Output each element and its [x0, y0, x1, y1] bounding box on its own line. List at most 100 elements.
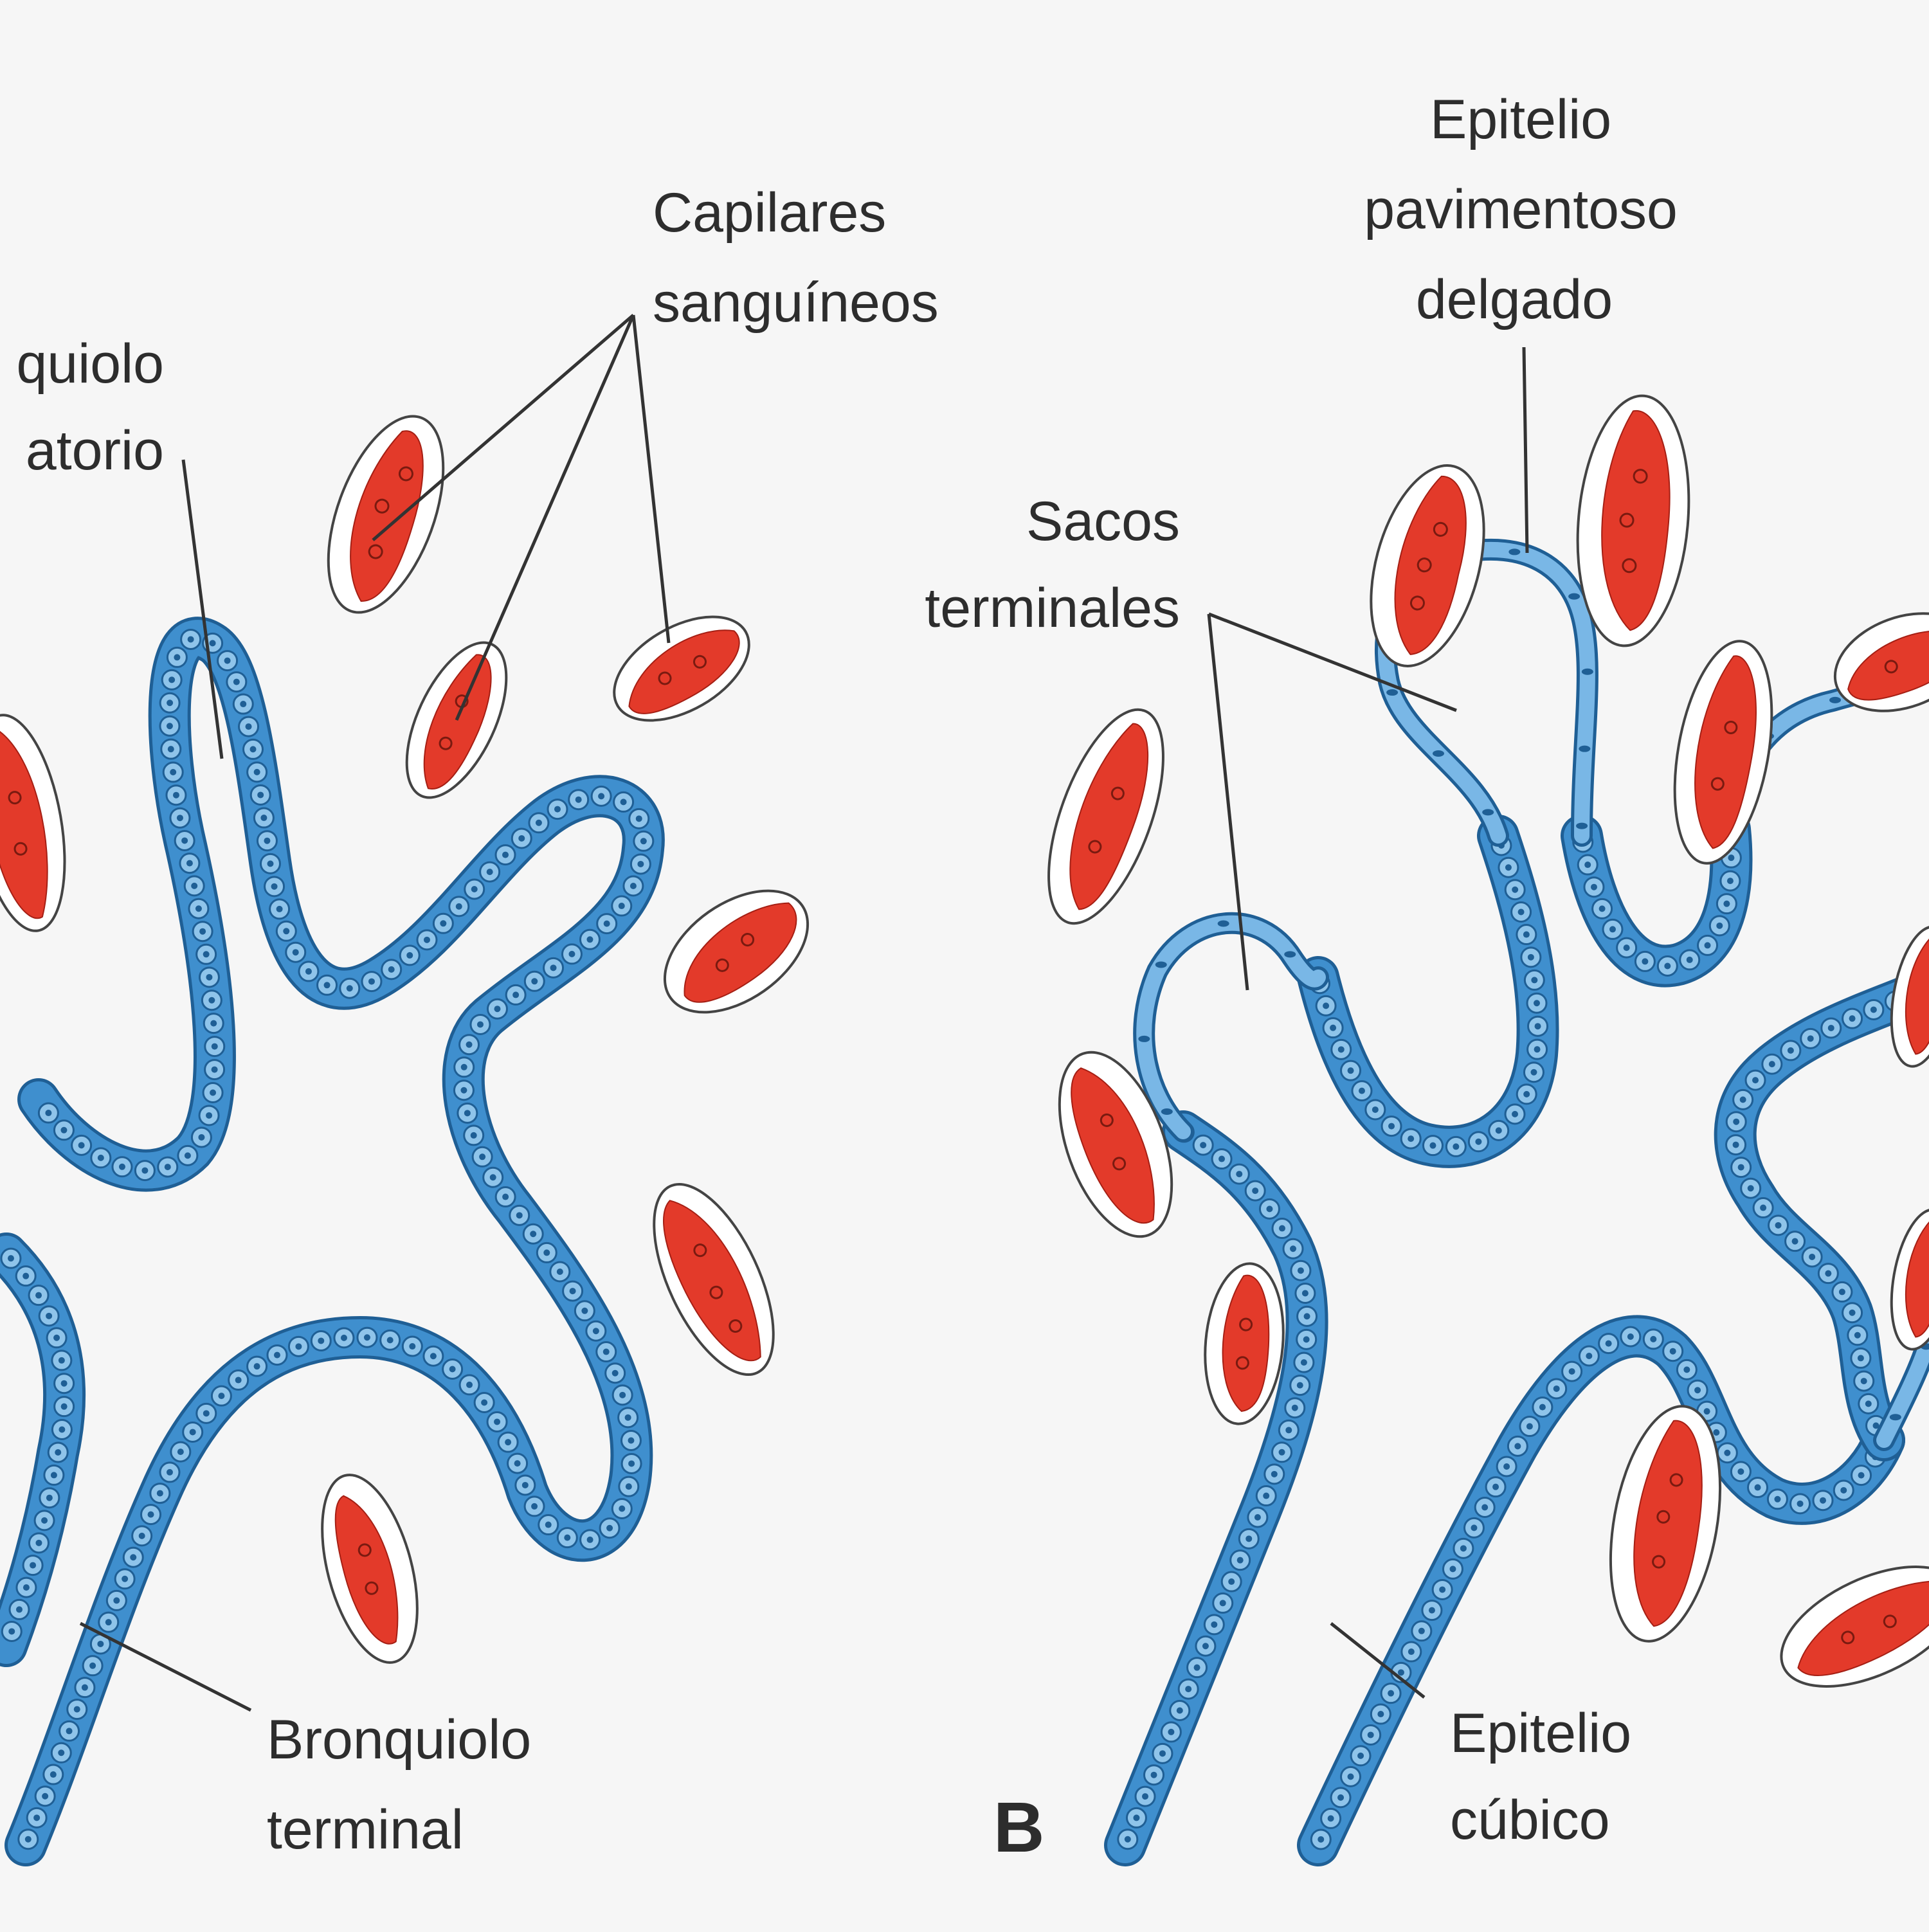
- label-epitelio-pavimentoso-1: Epitelio: [1430, 89, 1611, 150]
- nucleus: [253, 768, 260, 775]
- nucleus: [521, 1481, 529, 1488]
- leader-capilares-1: [372, 314, 635, 541]
- nucleus: [1787, 1047, 1794, 1054]
- thin-epithelium-fill: [1136, 915, 1326, 1139]
- nucleus: [271, 883, 278, 890]
- nucleus: [1236, 1557, 1244, 1564]
- nucleus: [168, 676, 176, 683]
- nucleus: [568, 950, 575, 957]
- nucleus: [89, 1662, 96, 1669]
- nucleus: [1278, 1449, 1285, 1456]
- nucleus: [97, 1640, 104, 1647]
- nucleus: [1530, 1069, 1537, 1076]
- nucleus: [97, 1154, 104, 1161]
- nucleus: [1642, 958, 1649, 965]
- nucleus: [8, 1628, 15, 1635]
- label-sacos-terminales-1: Sacos: [1026, 491, 1180, 552]
- nucleus: [476, 1021, 484, 1028]
- nucleus: [1449, 1566, 1456, 1573]
- capillary-a7: [0, 714, 66, 932]
- nucleus: [78, 1142, 85, 1149]
- capillary-b11: [1890, 925, 1929, 1068]
- nucleus: [24, 1836, 32, 1843]
- nucleus: [1809, 1253, 1816, 1260]
- nucleus: [195, 905, 202, 912]
- nucleus: [386, 1337, 394, 1344]
- nucleus: [1303, 1336, 1310, 1343]
- nucleus: [1291, 1404, 1298, 1411]
- nucleus: [113, 1597, 120, 1604]
- nucleus: [494, 1418, 501, 1425]
- nucleus: [363, 1334, 370, 1341]
- nucleus: [1193, 1664, 1200, 1671]
- nucleus: [1726, 878, 1734, 885]
- label-epitelio-pavimentoso-3: delgado: [1416, 269, 1613, 330]
- nucleus: [1703, 1408, 1710, 1415]
- nucleus: [531, 1503, 538, 1510]
- nucleus: [1586, 1352, 1593, 1359]
- nucleus: [494, 1006, 501, 1013]
- leader-sacos-terminales-1: [1207, 613, 1249, 991]
- nucleus: [1330, 1024, 1337, 1031]
- nucleus: [1527, 953, 1534, 961]
- nucleus: [1138, 1035, 1150, 1042]
- nucleus: [305, 968, 312, 975]
- nucleus: [1704, 942, 1711, 949]
- nucleus: [1609, 926, 1616, 933]
- nucleus: [1159, 1750, 1166, 1757]
- nucleus: [1202, 1643, 1209, 1650]
- nucleus: [1492, 1483, 1499, 1490]
- nucleus: [1534, 1000, 1541, 1007]
- nucleus: [1797, 1500, 1804, 1507]
- nucleus: [1724, 1449, 1731, 1456]
- nucleus: [267, 860, 274, 867]
- nucleus: [564, 1534, 571, 1541]
- nucleus: [1219, 1600, 1226, 1607]
- nucleus: [33, 1814, 41, 1821]
- nucleus: [1605, 1340, 1612, 1347]
- nucleus: [1857, 1355, 1864, 1362]
- nucleus: [1865, 1400, 1872, 1407]
- nucleus: [1825, 1270, 1832, 1277]
- nucleus: [1142, 1793, 1149, 1800]
- nucleus: [602, 1348, 610, 1355]
- nucleus: [1514, 1443, 1521, 1450]
- nucleus: [449, 1366, 456, 1373]
- nucleus: [35, 1292, 42, 1299]
- nucleus: [176, 815, 183, 822]
- nucleus: [1337, 1794, 1345, 1801]
- nucleus: [1840, 1486, 1847, 1494]
- nucleus: [1669, 1348, 1676, 1355]
- nucleus: [535, 819, 542, 826]
- nucleus: [198, 1133, 205, 1141]
- nucleus: [206, 973, 213, 980]
- nucleus: [233, 678, 240, 685]
- nucleus: [1526, 1423, 1533, 1430]
- nucleus: [1503, 1463, 1510, 1470]
- label-bronquiolo-terminal-1: Bronquiolo: [267, 1709, 531, 1771]
- capillary-b2: [1576, 394, 1690, 647]
- nucleus: [586, 1536, 593, 1543]
- nucleus: [1439, 1586, 1446, 1593]
- capillary-a4: [663, 889, 810, 1014]
- nucleus: [1301, 1290, 1309, 1297]
- nucleus: [191, 882, 198, 889]
- nucleus: [502, 851, 509, 858]
- leader-sacos-terminales-2: [1208, 612, 1457, 712]
- nucleus: [1408, 1648, 1415, 1656]
- nucleus: [1820, 1497, 1827, 1504]
- nucleus: [1200, 1142, 1207, 1149]
- nucleus: [273, 1351, 280, 1359]
- nucleus: [253, 1363, 260, 1370]
- nucleus: [1475, 1138, 1482, 1145]
- nucleus: [464, 1110, 471, 1117]
- nucleus: [586, 936, 593, 943]
- nucleus: [1408, 1135, 1415, 1142]
- label-capilares-1: Capilares: [653, 182, 886, 244]
- nucleus: [466, 1381, 473, 1388]
- nucleus: [423, 936, 430, 943]
- nucleus: [60, 1126, 68, 1133]
- label-epitelio-cubico-1: Epitelio: [1450, 1702, 1631, 1764]
- leader-bronquiolo-terminal: [79, 1621, 252, 1712]
